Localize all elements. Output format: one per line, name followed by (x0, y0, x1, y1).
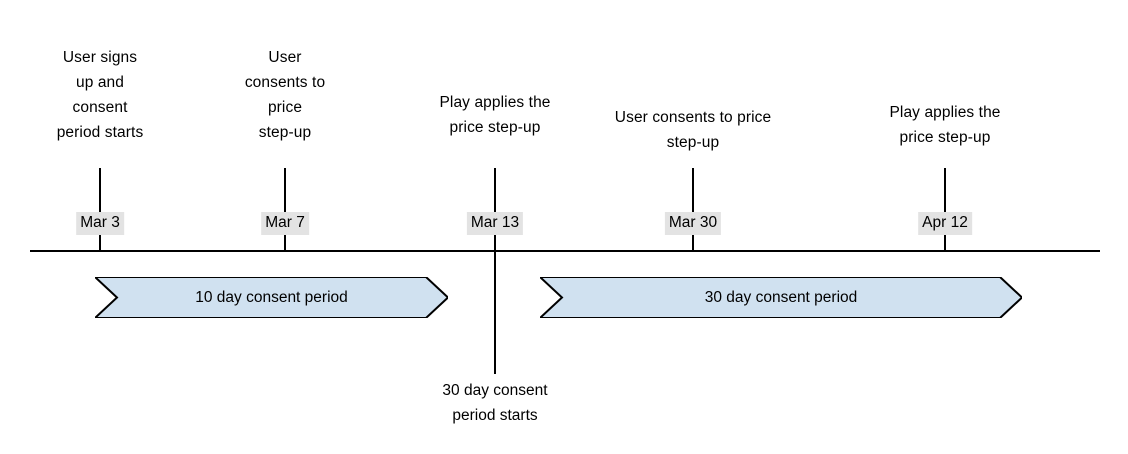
mar-13-below-connector (494, 252, 496, 374)
event-caption-mar-3: User signs up and consent period starts (56, 49, 144, 141)
date-chip-mar-30: Mar 30 (664, 212, 722, 235)
event-connector-mar-13 (494, 168, 496, 212)
event-tick-mar-13 (494, 235, 496, 250)
event-caption-mar-30: User consents to price step-up (614, 109, 772, 151)
event-tick-mar-7 (284, 235, 286, 250)
date-chip-mar-3: Mar 3 (76, 212, 124, 235)
event-connector-mar-3 (99, 168, 101, 212)
event-connector-apr-12 (944, 168, 946, 212)
timeline-axis (30, 250, 1100, 252)
event-caption-mar-7: User consents to price step-up (244, 49, 326, 141)
date-chip-apr-12: Apr 12 (918, 212, 972, 235)
event-caption-apr-12: Play applies the price step-up (889, 104, 1001, 146)
mar-13-below-caption: 30 day consent period starts (442, 382, 548, 424)
date-chip-mar-13: Mar 13 (466, 212, 524, 235)
event-caption-mar-13: Play applies the price step-up (439, 94, 551, 136)
event-connector-mar-7 (284, 168, 286, 212)
banner-shape-period-30-day (540, 277, 1022, 318)
banner-shape-period-10-day (95, 277, 448, 318)
event-connector-mar-30 (692, 168, 694, 212)
event-tick-apr-12 (944, 235, 946, 250)
banner-period-30-day: 30 day consent period (540, 277, 1022, 318)
event-tick-mar-30 (692, 235, 694, 250)
banner-period-10-day: 10 day consent period (95, 277, 448, 318)
date-chip-mar-7: Mar 7 (261, 212, 309, 235)
event-tick-mar-3 (99, 235, 101, 250)
